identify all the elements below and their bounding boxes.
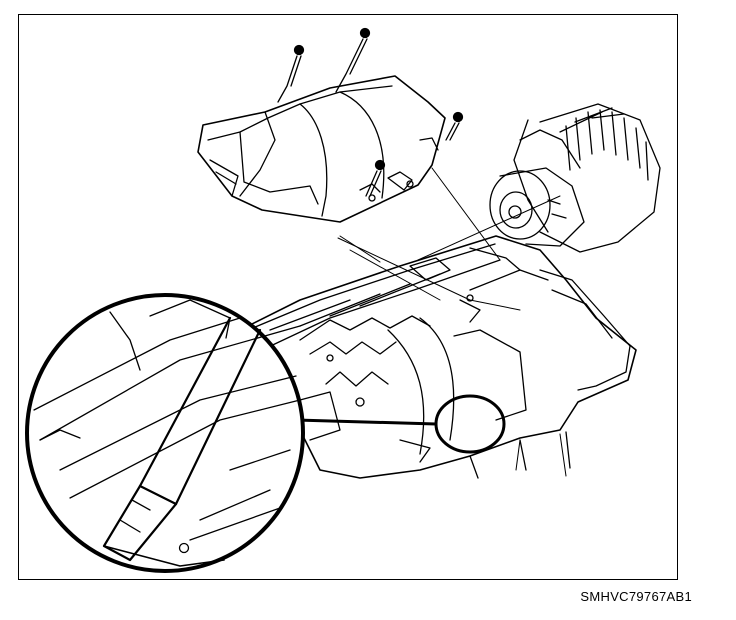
screw-icon [335,27,371,93]
screw-icon-group [277,27,464,197]
bottom-accents [515,433,567,477]
lower-case [227,235,637,479]
figure-code: SMHVC79767AB1 [580,589,692,604]
detail-magnifier [25,293,305,573]
upper-case-cover [197,75,446,223]
screw-icon [365,159,386,197]
leader-lines [337,167,561,311]
blower-motor [489,103,661,253]
latch-callout [294,394,506,454]
screw-icon [277,44,305,103]
screw-icon [445,111,464,141]
